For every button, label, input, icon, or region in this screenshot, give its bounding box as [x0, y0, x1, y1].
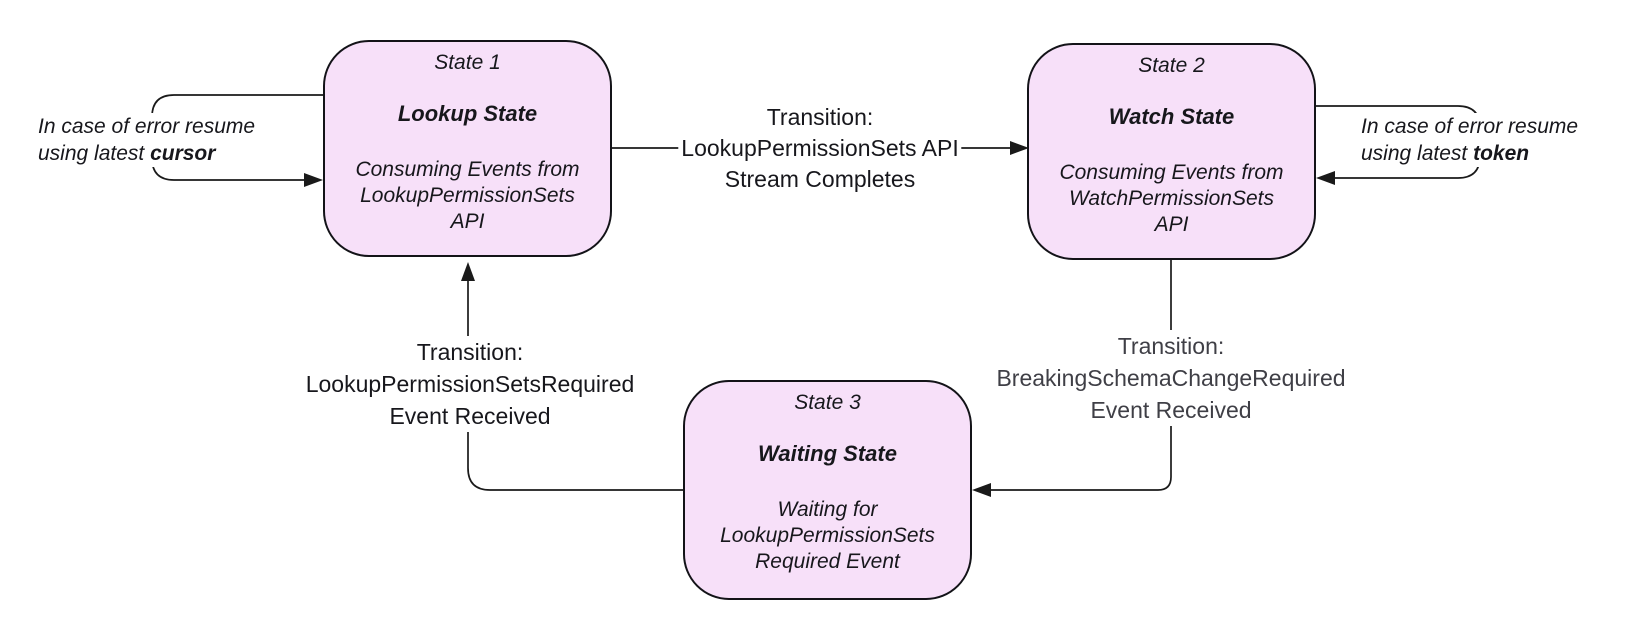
- state3-description: Waiting for LookupPermissionSets Require…: [685, 497, 970, 575]
- transition-label-line: LookupPermissionSetsRequired: [305, 371, 635, 397]
- arrow-line: [990, 260, 1172, 491]
- transition-label-waiting-to-lookup: Transition: LookupPermissionSetsRequired…: [301, 336, 639, 432]
- state2-watch-state-box: State 2 Watch State Consuming Events fro…: [1027, 43, 1316, 260]
- transition-label-line: Transition:: [416, 339, 524, 365]
- error-note-keyword: cursor: [150, 142, 216, 165]
- state2-description-line: Consuming Events from: [1059, 161, 1284, 184]
- transition-label-line: Transition:: [1117, 333, 1225, 359]
- state1-description: Consuming Events from LookupPermissionSe…: [325, 157, 610, 235]
- state1-name: Lookup State: [397, 101, 538, 126]
- transition-label-line: BreakingSchemaChangeRequired: [996, 365, 1346, 391]
- transition-label-line: Transition:: [766, 104, 874, 130]
- arrowhead-left-icon: [1316, 171, 1335, 185]
- error-note-line: using latest cursor: [38, 140, 255, 167]
- state2-description-line: API: [1154, 213, 1189, 236]
- state1-title: State 1: [434, 51, 501, 74]
- state1-lookup-state-box: State 1 Lookup State Consuming Events fr…: [323, 40, 612, 257]
- arrowhead-up-icon: [461, 262, 475, 281]
- error-note-line: using latest token: [1361, 140, 1578, 167]
- transition-label-watch-to-waiting: Transition: BreakingSchemaChangeRequired…: [992, 330, 1350, 426]
- transition-arrow-watch-to-waiting: [972, 260, 1172, 497]
- state1-description-line: Consuming Events from: [355, 158, 580, 181]
- arrowhead-left-icon: [972, 483, 991, 497]
- error-note-keyword: token: [1473, 142, 1530, 165]
- error-note-prefix: using latest: [38, 142, 151, 165]
- state1-description-line: LookupPermissionSets: [360, 184, 575, 207]
- state2-description: Consuming Events from WatchPermissionSet…: [1029, 160, 1314, 238]
- transition-label-lookup-to-watch: Transition: LookupPermissionSets API Str…: [678, 102, 962, 195]
- transition-arrow-waiting-to-lookup: [461, 262, 683, 491]
- state2-description-line: WatchPermissionSets: [1068, 187, 1275, 210]
- state3-description-line: LookupPermissionSets: [720, 524, 935, 547]
- transition-label-line: Stream Completes: [724, 166, 916, 192]
- arrowhead-right-icon: [304, 173, 323, 187]
- error-note-prefix: using latest: [1361, 142, 1474, 165]
- state1-description-line: API: [450, 210, 485, 233]
- state3-description-line: Required Event: [755, 550, 900, 573]
- state3-name: Waiting State: [758, 441, 897, 466]
- error-note-line: In case of error resume: [38, 115, 256, 138]
- transition-label-line: Event Received: [1090, 397, 1252, 423]
- error-note-cursor: In case of error resume using latest cur…: [35, 113, 259, 167]
- arrow-line: [467, 280, 683, 491]
- state3-waiting-state-box: State 3 Waiting State Waiting for Lookup…: [683, 380, 972, 600]
- state2-name: Watch State: [1108, 104, 1235, 129]
- state2-title: State 2: [1138, 54, 1205, 77]
- state3-description-line: Waiting for: [777, 498, 878, 521]
- error-note-line: In case of error resume: [1361, 115, 1579, 138]
- error-note-token: In case of error resume using latest tok…: [1358, 113, 1582, 167]
- state3-title: State 3: [794, 391, 861, 414]
- transition-label-line: Event Received: [389, 403, 551, 429]
- transition-label-line: LookupPermissionSets API: [678, 133, 962, 164]
- arrowhead-right-icon: [1010, 141, 1029, 155]
- transition-label-line-on-arrow: LookupPermissionSets API: [678, 133, 962, 164]
